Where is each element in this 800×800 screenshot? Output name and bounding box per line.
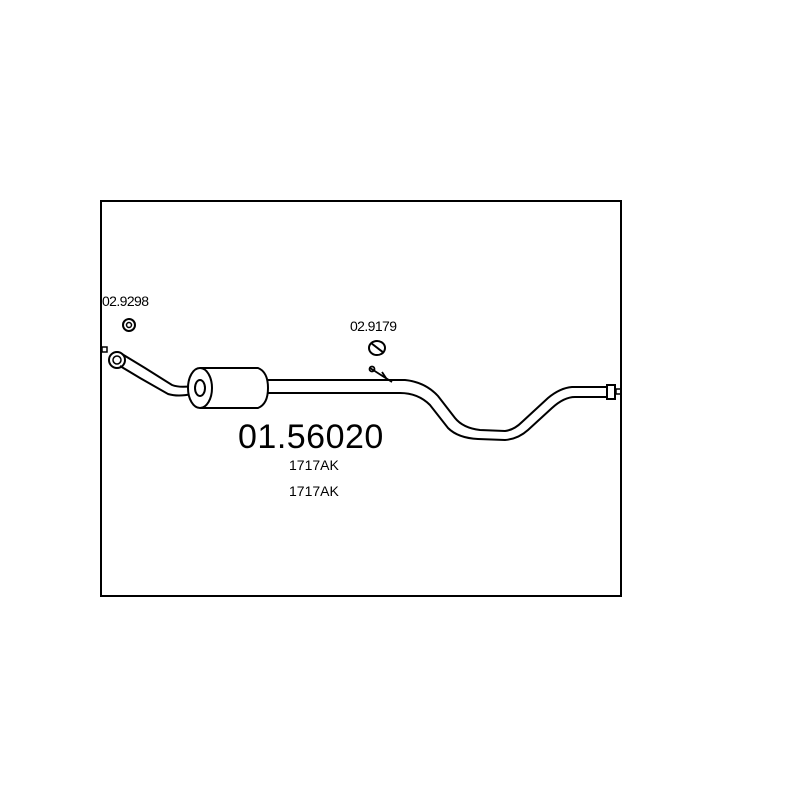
clamp-bolt-icon	[368, 365, 393, 383]
outlet-stub	[606, 384, 622, 400]
front-pipe	[119, 353, 193, 397]
diagram-frame	[100, 200, 622, 597]
inlet-end-marker	[101, 346, 108, 353]
inlet-flange-icon	[108, 351, 126, 369]
rear-pipe	[268, 379, 610, 442]
muffler-icon	[187, 367, 270, 409]
oe-reference-2: 1717AK	[289, 483, 339, 499]
clamp-icon	[368, 340, 386, 356]
clamp-part-label: 02.9179	[350, 318, 397, 334]
gasket-part-label: 02.9298	[102, 293, 149, 309]
gasket-icon	[122, 318, 136, 332]
main-part-number: 01.56020	[238, 418, 384, 456]
oe-reference-1: 1717AK	[289, 457, 339, 473]
